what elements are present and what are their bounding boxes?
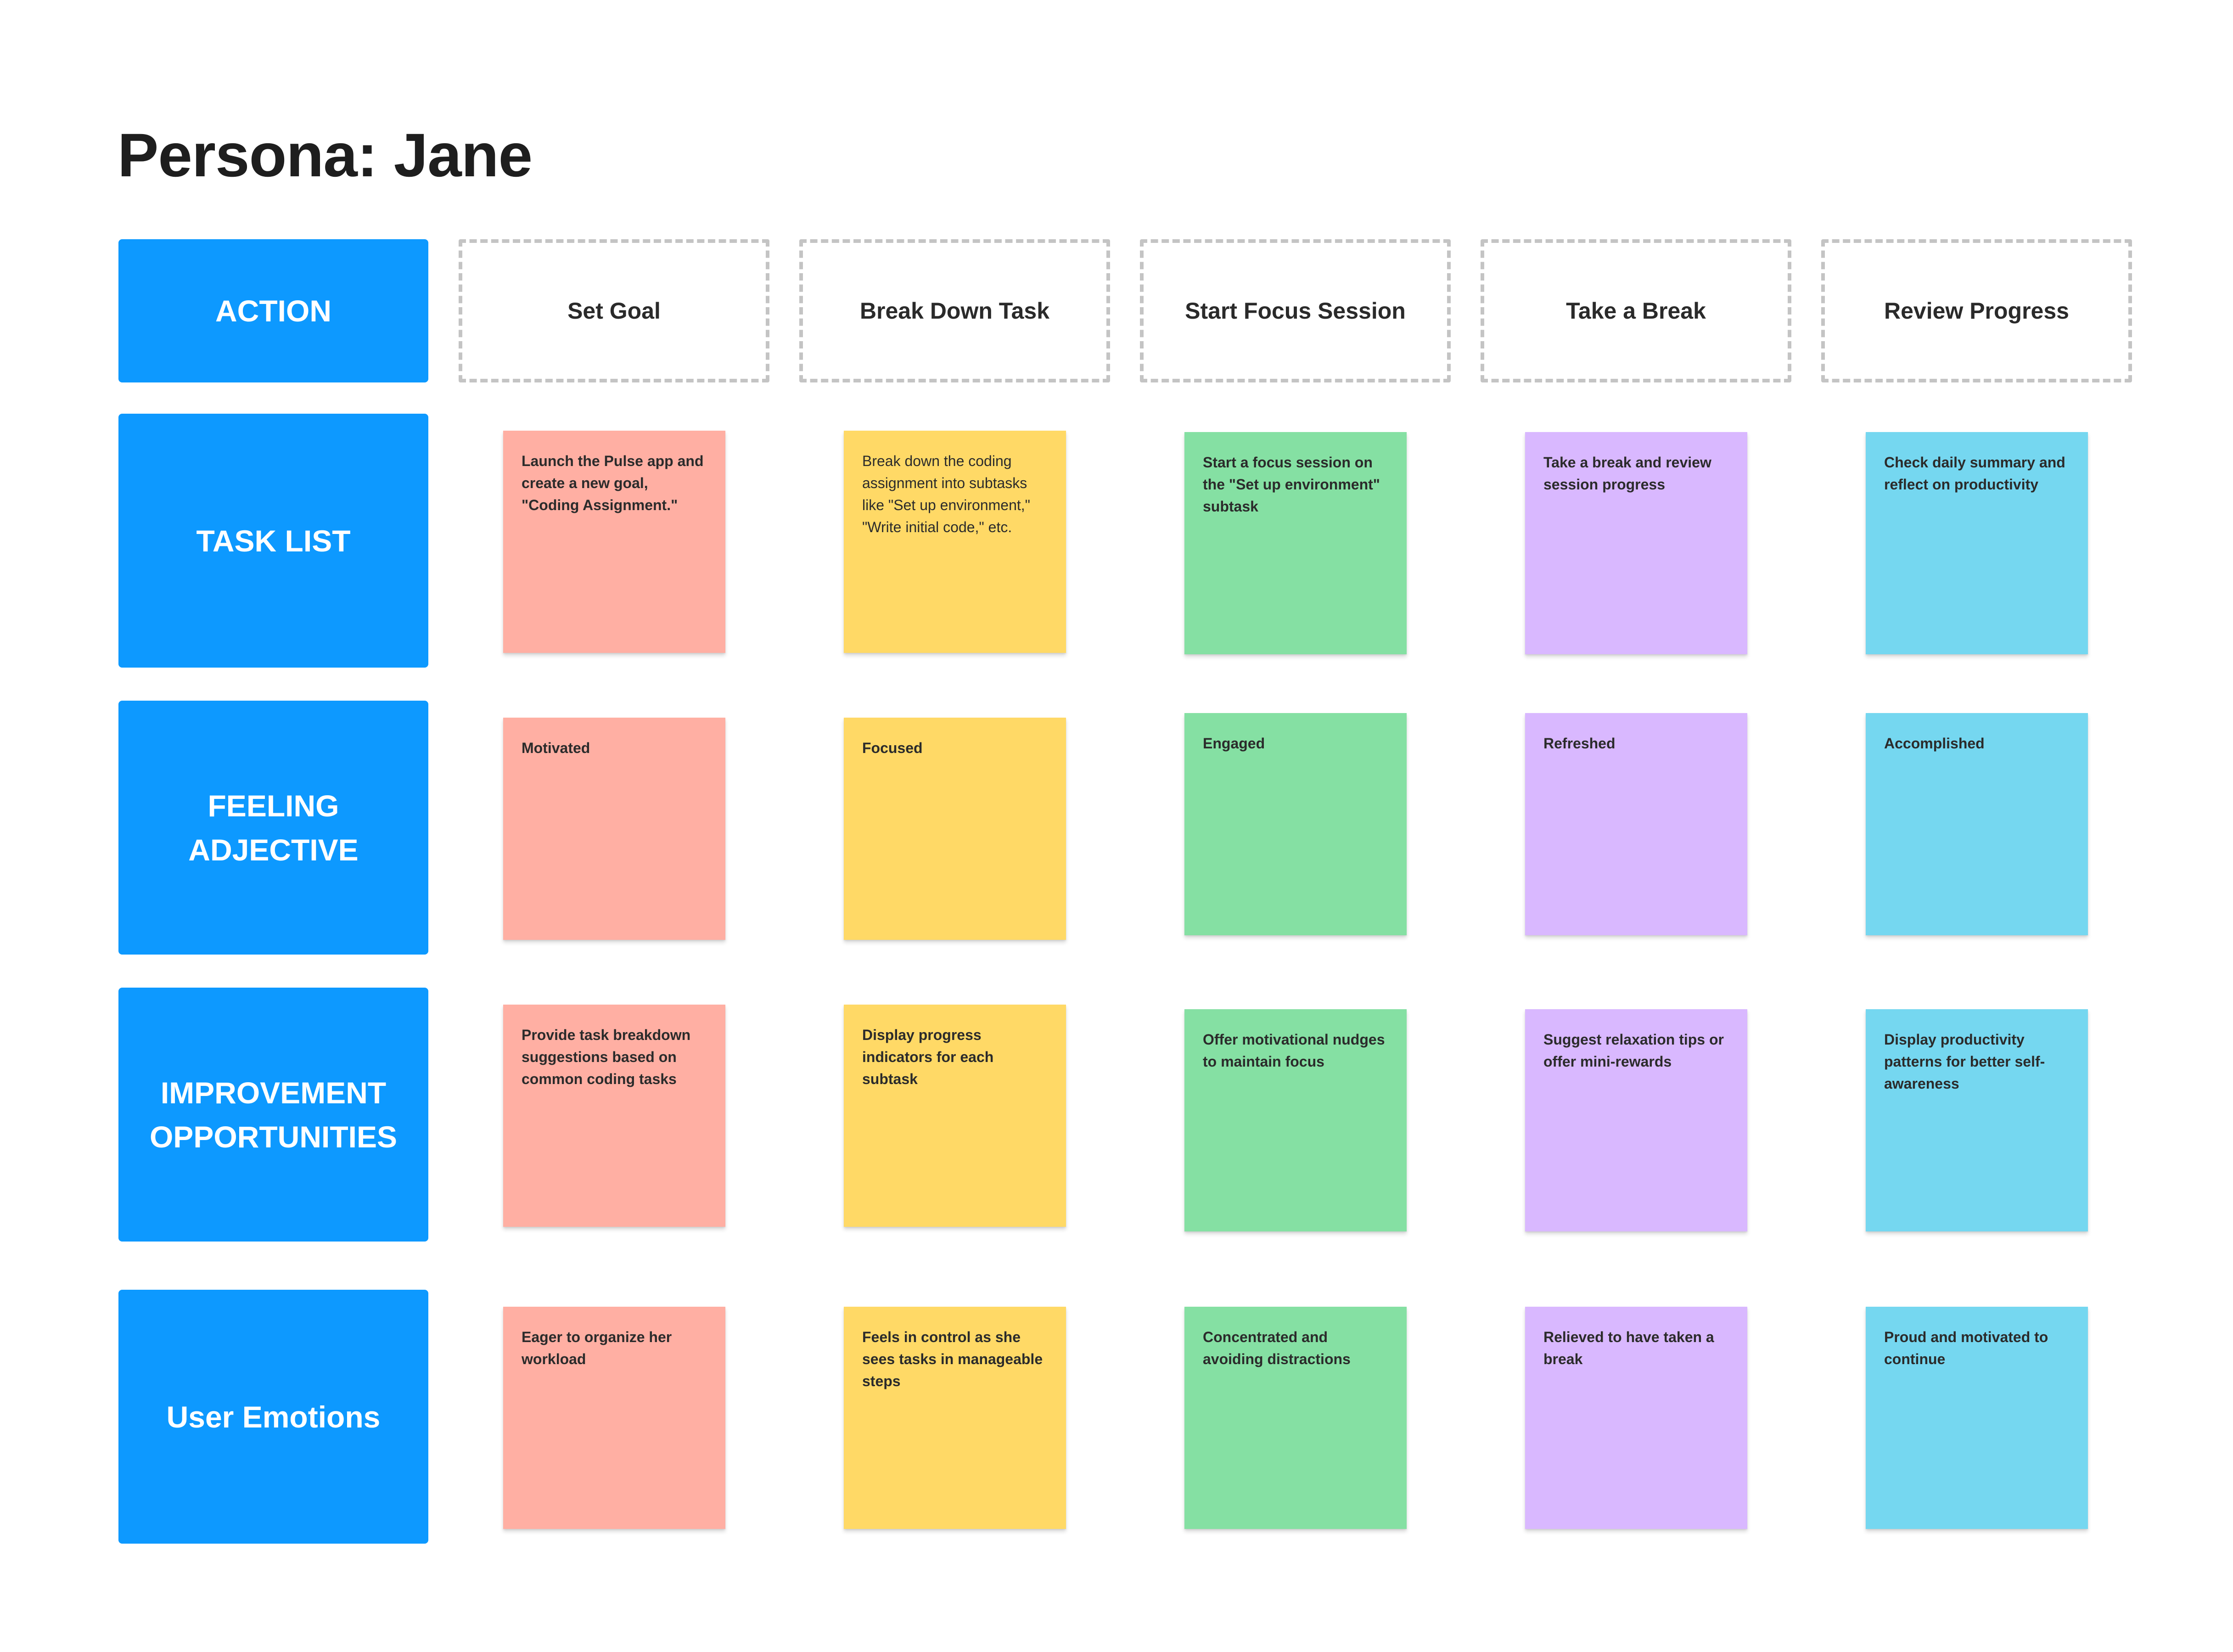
sticky-improvement-set-goal[interactable]: Provide task breakdown suggestions based… bbox=[503, 1005, 725, 1227]
action-break-down-task[interactable]: Break Down Task bbox=[799, 239, 1110, 382]
sticky-emotion-review-progress[interactable]: Proud and motivated to continue bbox=[1866, 1307, 2088, 1529]
row-label-improvement-opportunities: IMPROVEMENT OPPORTUNITIES bbox=[118, 988, 428, 1242]
sticky-emotion-break-down[interactable]: Feels in control as she sees tasks in ma… bbox=[844, 1307, 1066, 1529]
sticky-feeling-set-goal[interactable]: Motivated bbox=[503, 718, 725, 940]
sticky-feeling-take-break[interactable]: Refreshed bbox=[1525, 713, 1747, 935]
sticky-improvement-take-break[interactable]: Suggest relaxation tips or offer mini-re… bbox=[1525, 1009, 1747, 1231]
sticky-improvement-review-progress[interactable]: Display productivity patterns for better… bbox=[1866, 1009, 2088, 1231]
row-label-user-emotions: User Emotions bbox=[118, 1290, 428, 1544]
row-label-feeling-adjective: FEELING ADJECTIVE bbox=[118, 701, 428, 955]
sticky-feeling-break-down[interactable]: Focused bbox=[844, 718, 1066, 940]
sticky-improvement-focus-session[interactable]: Offer motivational nudges to maintain fo… bbox=[1184, 1009, 1407, 1231]
sticky-emotion-set-goal[interactable]: Eager to organize her workload bbox=[503, 1307, 725, 1529]
page-title: Persona: Jane bbox=[118, 121, 533, 190]
sticky-feeling-focus-session[interactable]: Engaged bbox=[1184, 713, 1407, 935]
sticky-task-take-break[interactable]: Take a break and review session progress bbox=[1525, 432, 1747, 654]
row-label-action: ACTION bbox=[118, 239, 428, 382]
action-start-focus-session[interactable]: Start Focus Session bbox=[1140, 239, 1451, 382]
row-label-task-list: TASK LIST bbox=[118, 414, 428, 668]
sticky-feeling-review-progress[interactable]: Accomplished bbox=[1866, 713, 2088, 935]
sticky-emotion-focus-session[interactable]: Concentrated and avoiding distractions bbox=[1184, 1307, 1407, 1529]
sticky-task-set-goal[interactable]: Launch the Pulse app and create a new go… bbox=[503, 431, 725, 653]
sticky-improvement-break-down[interactable]: Display progress indicators for each sub… bbox=[844, 1005, 1066, 1227]
sticky-task-review-progress[interactable]: Check daily summary and reflect on produ… bbox=[1866, 432, 2088, 654]
action-review-progress[interactable]: Review Progress bbox=[1821, 239, 2132, 382]
sticky-emotion-take-break[interactable]: Relieved to have taken a break bbox=[1525, 1307, 1747, 1529]
action-take-a-break[interactable]: Take a Break bbox=[1481, 239, 1791, 382]
action-set-goal[interactable]: Set Goal bbox=[459, 239, 769, 382]
sticky-task-break-down[interactable]: Break down the coding assignment into su… bbox=[844, 431, 1066, 653]
sticky-task-focus-session[interactable]: Start a focus session on the "Set up env… bbox=[1184, 432, 1407, 654]
